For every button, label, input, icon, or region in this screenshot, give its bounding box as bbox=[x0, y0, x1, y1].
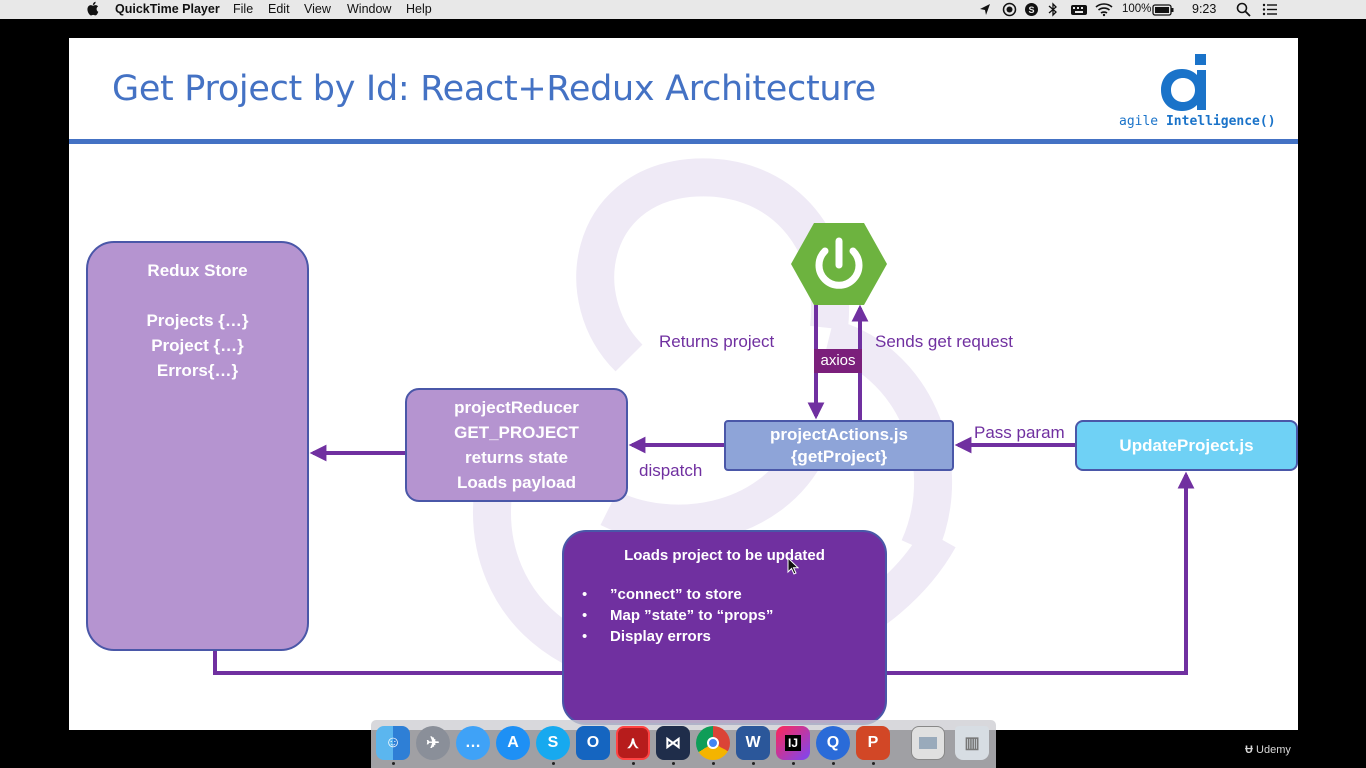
running-indicator bbox=[832, 762, 835, 765]
reducer-line: returns state bbox=[465, 448, 568, 467]
wifi-icon[interactable] bbox=[1095, 2, 1113, 17]
messages-icon[interactable]: … bbox=[456, 726, 490, 760]
redux-store-item: Errors{…} bbox=[156, 361, 239, 380]
battery-icon[interactable] bbox=[1152, 2, 1174, 17]
trash-icon[interactable]: ▥ bbox=[955, 726, 989, 760]
update-project-box: UpdateProject.js bbox=[1075, 420, 1298, 471]
redux-store-title: Redux Store bbox=[147, 261, 248, 280]
pass-param-label: Pass param bbox=[974, 423, 1065, 442]
outlook-icon[interactable]: O bbox=[576, 726, 610, 760]
loads-project-list: ”connect” to store Map ”state” to “props… bbox=[564, 564, 885, 647]
menu-window[interactable]: Window bbox=[347, 2, 392, 16]
sends-get-request-label: Sends get request bbox=[875, 332, 1013, 351]
powerpoint-icon[interactable]: P bbox=[856, 726, 890, 760]
reducer-line: Loads payload bbox=[456, 473, 577, 492]
actions-line: {getProject} bbox=[790, 446, 888, 466]
acrobat-icon[interactable]: ⋏ bbox=[616, 726, 650, 760]
quicktime-icon[interactable]: Q bbox=[816, 726, 850, 760]
launchpad-icon[interactable]: ✈ bbox=[416, 726, 450, 760]
running-indicator bbox=[672, 762, 675, 765]
redux-store-item: Project {…} bbox=[151, 336, 244, 355]
notification-center-icon[interactable] bbox=[1262, 2, 1278, 17]
menu-edit[interactable]: Edit bbox=[268, 2, 290, 16]
dock: ☺ ✈ … A S O ⋏ ⋈ W IJ Q P ▥ bbox=[371, 720, 996, 768]
chrome-icon[interactable] bbox=[696, 726, 730, 760]
battery-percent: 100% bbox=[1122, 3, 1152, 15]
dispatch-label: dispatch bbox=[639, 461, 703, 480]
redux-store-box: Redux Store Projects {…} Project {…} Err… bbox=[86, 241, 309, 651]
svg-text:S: S bbox=[1028, 5, 1034, 15]
skype-status-icon[interactable]: S bbox=[1024, 2, 1039, 17]
agile-intelligence-logo-icon bbox=[1161, 54, 1206, 111]
reducer-line: GET_PROJECT bbox=[454, 423, 579, 442]
slide: Get Project by Id: React+Redux Architect… bbox=[69, 38, 1298, 730]
running-indicator bbox=[712, 762, 715, 765]
record-icon[interactable] bbox=[1002, 2, 1017, 17]
udemy-logo-icon: Ʉ bbox=[1245, 744, 1253, 756]
running-indicator bbox=[752, 762, 755, 765]
list-item: Map ”state” to “props” bbox=[564, 605, 885, 626]
reducer-line: projectReducer bbox=[454, 398, 579, 417]
spring-boot-icon bbox=[791, 223, 887, 305]
apple-menu-icon[interactable] bbox=[86, 1, 99, 16]
running-indicator bbox=[792, 762, 795, 765]
list-item: Display errors bbox=[564, 626, 885, 647]
app-menu[interactable]: QuickTime Player bbox=[115, 2, 220, 16]
finder-icon[interactable]: ☺ bbox=[376, 726, 410, 760]
menu-file[interactable]: File bbox=[233, 2, 254, 16]
title-underline bbox=[69, 139, 1298, 144]
location-icon[interactable] bbox=[978, 2, 992, 17]
word-icon[interactable]: W bbox=[736, 726, 770, 760]
slide-title: Get Project by Id: React+Redux Architect… bbox=[112, 69, 876, 109]
menu-help[interactable]: Help bbox=[406, 2, 432, 16]
bluetooth-icon[interactable] bbox=[1046, 2, 1060, 17]
list-item: ”connect” to store bbox=[564, 584, 885, 605]
spotlight-icon[interactable] bbox=[1236, 2, 1251, 17]
running-indicator bbox=[392, 762, 395, 765]
actions-line: projectActions.js bbox=[770, 424, 908, 444]
returns-project-label: Returns project bbox=[659, 332, 775, 351]
intellij-icon[interactable]: IJ bbox=[776, 726, 810, 760]
axios-label: axios bbox=[814, 349, 862, 373]
keyboard-icon[interactable] bbox=[1070, 2, 1088, 17]
menu-bar: QuickTime Player File Edit View Window H… bbox=[0, 0, 1366, 19]
clock[interactable]: 9:23 bbox=[1192, 2, 1217, 16]
running-indicator bbox=[872, 762, 875, 765]
update-project-label: UpdateProject.js bbox=[1119, 435, 1254, 455]
project-actions-box: projectActions.js {getProject} bbox=[724, 420, 954, 471]
skype-icon[interactable]: S bbox=[536, 726, 570, 760]
preview-icon[interactable] bbox=[911, 726, 945, 760]
logo-text-light: agile bbox=[1119, 114, 1159, 129]
menu-view[interactable]: View bbox=[304, 2, 331, 16]
vscode-icon[interactable]: ⋈ bbox=[656, 726, 690, 760]
udemy-watermark: Ʉ Udemy bbox=[1245, 744, 1291, 756]
running-indicator bbox=[552, 762, 555, 765]
loads-project-box: Loads project to be updated ”connect” to… bbox=[562, 530, 887, 725]
logo-text-bold: Intelligence() bbox=[1165, 114, 1276, 129]
redux-store-item: Projects {…} bbox=[146, 311, 249, 330]
loads-project-title: Loads project to be updated bbox=[624, 547, 825, 564]
logo-text: agile Intelligence() bbox=[1119, 114, 1276, 129]
project-reducer-box: projectReducer GET_PROJECT returns state… bbox=[405, 388, 628, 502]
mouse-cursor-icon bbox=[787, 557, 799, 575]
app-store-icon[interactable]: A bbox=[496, 726, 530, 760]
udemy-watermark-text: Udemy bbox=[1256, 744, 1291, 756]
running-indicator bbox=[632, 762, 635, 765]
